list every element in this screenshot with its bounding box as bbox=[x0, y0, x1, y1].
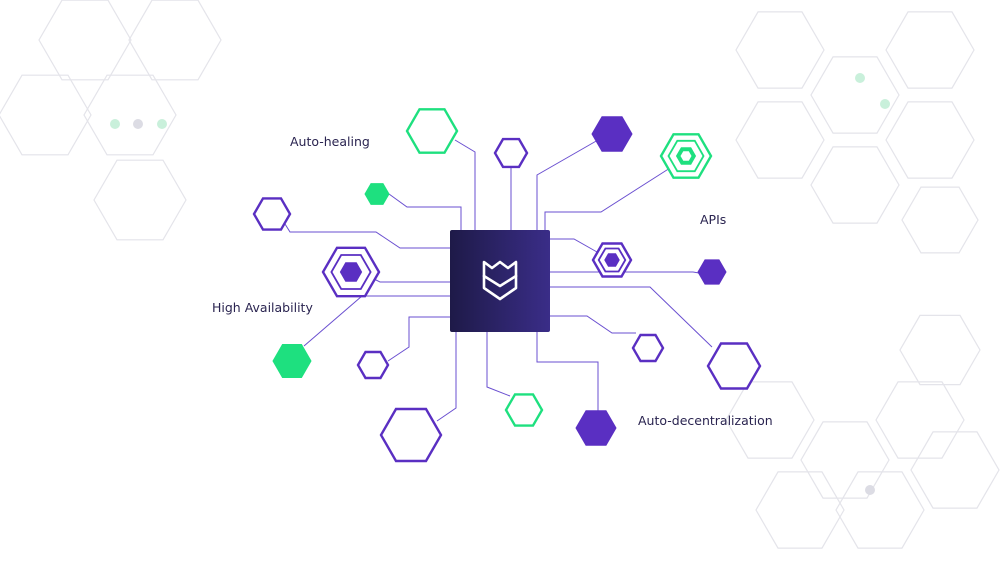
hex-node-right-purple-small[interactable] bbox=[631, 333, 665, 363]
hex-node-bottom-green-outline[interactable] bbox=[504, 393, 544, 427]
hex-node-top-purple-filled[interactable] bbox=[591, 116, 633, 152]
hex-node-top-green-outline[interactable] bbox=[405, 108, 459, 154]
hex-node-left-purple-outline[interactable] bbox=[252, 197, 292, 231]
hex-node-left-purple-badge[interactable] bbox=[321, 246, 381, 298]
hex-node-green-small-filled[interactable] bbox=[364, 183, 390, 205]
hex-node-right-purple-large[interactable] bbox=[706, 342, 762, 390]
hex-node-green-badge[interactable] bbox=[659, 133, 713, 179]
hex-node-bottom-purple-filled[interactable] bbox=[575, 410, 617, 446]
background-hex-pattern bbox=[0, 0, 1000, 549]
hex-node-left-purple-small[interactable] bbox=[356, 350, 390, 380]
hex-node-left-green-filled[interactable] bbox=[272, 344, 312, 378]
center-chip[interactable] bbox=[450, 230, 550, 332]
label-apis: APIs bbox=[700, 212, 727, 227]
hex-node-right-purple-badge[interactable] bbox=[591, 242, 633, 278]
label-auto-healing: Auto-healing bbox=[290, 134, 370, 149]
hex-node-bottom-purple-large[interactable] bbox=[379, 407, 443, 463]
hex-nodes bbox=[252, 108, 762, 463]
label-auto-decentralization: Auto-decentralization bbox=[638, 413, 773, 428]
shield-crown-logo-icon bbox=[482, 260, 518, 301]
label-high-availability: High Availability bbox=[212, 300, 313, 315]
hex-node-top-purple-small[interactable] bbox=[493, 137, 529, 169]
hex-node-right-purple-filled[interactable] bbox=[697, 259, 727, 285]
connection-lines bbox=[284, 139, 713, 422]
